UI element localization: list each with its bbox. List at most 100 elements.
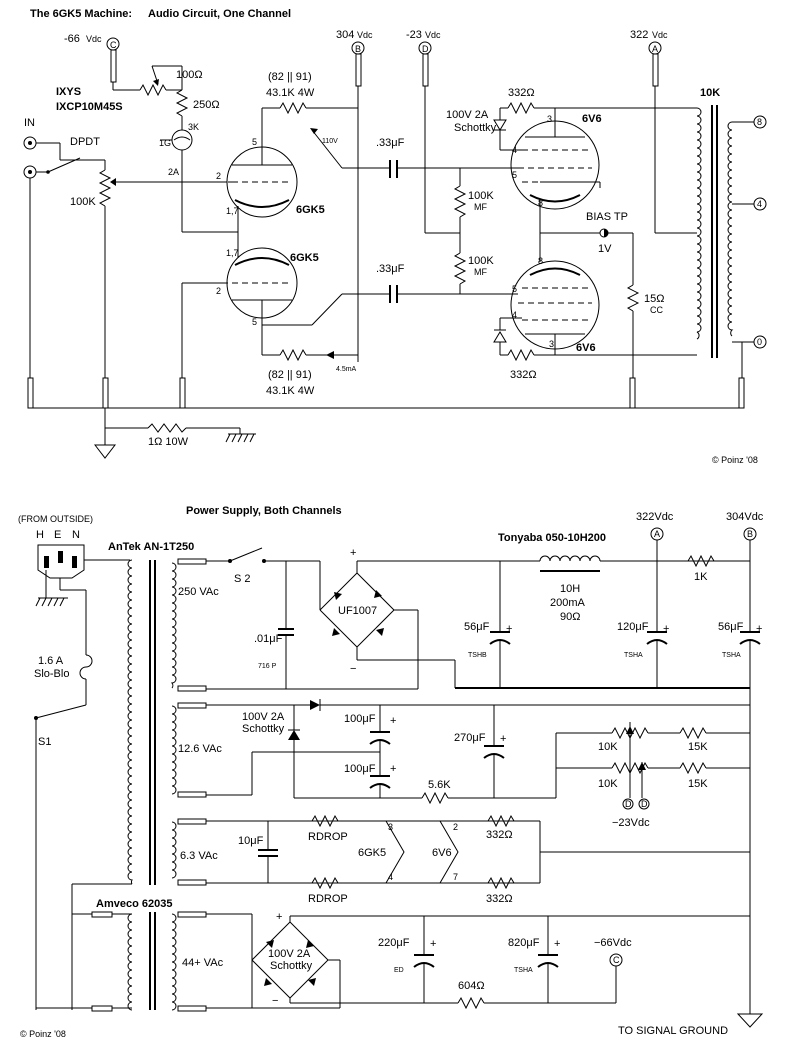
plate-load-top-tap: 110V <box>322 138 338 145</box>
c1-type: TSHB <box>468 652 487 659</box>
grid-r-bottom: 100K <box>468 255 494 267</box>
pin-bot-5: 5 <box>252 317 257 327</box>
supply-c-tag <box>106 37 120 90</box>
bias-tag-2: D <box>641 799 648 809</box>
heater-r2: 332Ω <box>486 893 513 905</box>
coupling-cap-top <box>386 160 508 178</box>
heater-tube2: 6V6 <box>432 847 452 859</box>
input-switch-label: DPDT <box>70 136 100 148</box>
psu-outside: (FROM OUTSIDE) <box>18 514 93 524</box>
grid-stopper-bottom-label: 332Ω <box>510 369 537 381</box>
ground-rail <box>27 377 745 459</box>
t2-plus: + <box>276 911 282 923</box>
heater-rdrop-2: RDROP <box>308 893 348 905</box>
switch-s1: S1 <box>38 736 51 748</box>
plug-n: N <box>72 529 80 541</box>
pin-bot-2: 2 <box>216 286 221 296</box>
grid-diode-line2: Schottky <box>454 122 497 134</box>
driver-tube-bottom <box>181 247 298 378</box>
plate-load-top-line1: (82 || 91) <box>268 71 312 83</box>
heater-p2: 2 <box>453 822 458 832</box>
pin-6v6t-4: 4 <box>512 145 517 155</box>
c1-value: 56μF <box>464 621 490 633</box>
bias-tp-volt: 1V <box>598 243 612 255</box>
pin-6v6b-5: 5 <box>512 284 517 294</box>
r1k-label: 1K <box>694 571 708 583</box>
t2-name: Amveco 62035 <box>96 898 172 910</box>
c2-value: 120μF <box>617 621 649 633</box>
bridge1-minus: − <box>350 663 356 675</box>
supply-d-tag-letter: D <box>422 44 429 54</box>
t2-diode-line1: 100V 2A <box>268 948 311 960</box>
bias-tp-label: BIAS TP <box>586 211 628 223</box>
t2-c1: 220μF <box>378 937 410 949</box>
supply-a-tag <box>648 41 697 234</box>
t2-tag-letter: C <box>613 955 620 965</box>
coupling-cap-top-label: .33μF <box>376 137 405 149</box>
transformer-label: 10K <box>700 87 720 99</box>
supply-a-tag-letter: A <box>652 44 658 54</box>
grid-r-top-mf: MF <box>474 202 487 212</box>
pin-6v6t-8: 8 <box>538 198 543 208</box>
grid-stopper-top <box>493 101 555 150</box>
supply-a-unit: Vdc <box>652 30 668 40</box>
psu-a-volt: 322Vdc <box>636 511 674 523</box>
plate-load-bottom-line1: (82 || 91) <box>268 369 312 381</box>
output-tube-bottom <box>500 260 697 356</box>
driver-tube-top-label: 6GK5 <box>296 204 325 216</box>
grid-stopper-bottom <box>493 318 555 362</box>
ccs-pot: 100Ω <box>176 69 203 81</box>
ccs-r1: 250Ω <box>193 99 220 111</box>
pin-top-5: 5 <box>252 137 257 147</box>
supply-d-tag <box>418 41 460 234</box>
ground-resistor-label: 1Ω 10W <box>148 436 189 448</box>
supply-d-volt: -23 <box>406 29 422 41</box>
output-transformer <box>695 105 767 378</box>
bias-c1-plus: + <box>390 715 396 727</box>
t2-c1-plus: + <box>430 938 436 950</box>
supply-c-unit: Vdc <box>86 34 102 44</box>
heater-r1: 332Ω <box>486 829 513 841</box>
bias-diode-line2: Schottky <box>242 723 285 735</box>
plug-h: H <box>36 529 44 541</box>
tap-8: 8 <box>757 117 762 127</box>
bias-c1: 100μF <box>344 713 376 725</box>
supply-b-unit: Vdc <box>357 30 373 40</box>
output-tube-bottom-label: 6V6 <box>576 342 596 354</box>
fuse-line2: Slo-Blo <box>34 668 69 680</box>
ccs-part: IXCP10M45S <box>56 101 123 113</box>
output-tube-top <box>500 107 697 262</box>
bias-r: 5.6K <box>428 779 451 791</box>
heater-section <box>206 814 750 890</box>
t1-name: AnTek AN-1T250 <box>108 541 194 553</box>
grid-r-bottom-mf: MF <box>474 267 487 277</box>
pin-6v6t-5: 5 <box>512 170 517 180</box>
bias-volt: −23Vdc <box>612 817 650 829</box>
output-tube-top-label: 6V6 <box>582 113 602 125</box>
pin-bot-17: 1,7 <box>226 248 239 258</box>
ccs-brand: IXYS <box>56 86 81 98</box>
c2-type: TSHA <box>624 652 643 659</box>
ccs-pin-g: 1G <box>159 138 171 148</box>
power-transformer-2 <box>36 911 764 1028</box>
choke-l: 10H <box>560 583 580 595</box>
to-signal-ground: TO SIGNAL GROUND <box>618 1025 728 1037</box>
pin-6v6t-3: 3 <box>547 114 552 124</box>
t2-w: 44+ VAc <box>182 957 224 969</box>
bias-r-cc: CC <box>650 305 663 315</box>
supply-b-tag <box>351 41 365 362</box>
supply-b-tag-letter: B <box>355 44 361 54</box>
plate-load-bottom <box>262 293 386 362</box>
t1-w3: 6.3 VAc <box>180 850 218 862</box>
audio-copyright: © Poinz '08 <box>712 455 758 465</box>
bias-r15-2: 15K <box>688 778 708 790</box>
grid-diode-line1: 100V 2A <box>446 109 489 121</box>
pin-6v6b-3: 3 <box>549 339 554 349</box>
c3-type: TSHA <box>722 652 741 659</box>
supply-a-volt: 322 <box>630 29 648 41</box>
t1-w1: 250 VAc <box>178 586 219 598</box>
bias-supply <box>206 699 750 810</box>
snubber-cap: .01μF <box>254 633 283 645</box>
bias-diode-line1: 100V 2A <box>242 711 285 723</box>
